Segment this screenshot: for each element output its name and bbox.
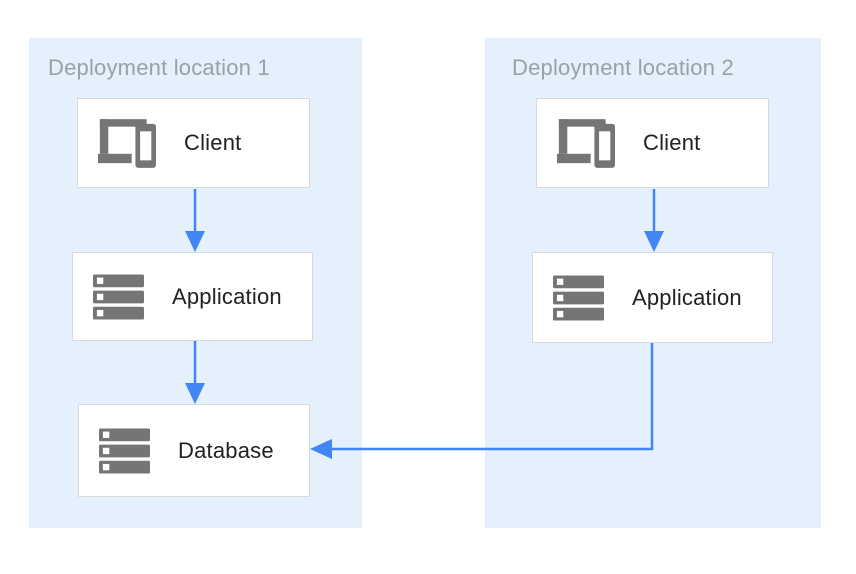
node-label: Application <box>632 284 742 310</box>
node-application-1: Application <box>72 252 313 341</box>
node-label: Client <box>643 130 701 155</box>
server-stack-icon <box>99 427 150 474</box>
node-label: Application <box>172 283 282 309</box>
node-client-1: Client <box>77 98 310 188</box>
node-database-1: Database <box>78 404 310 497</box>
devices-icon <box>557 118 615 168</box>
zone-title: Deployment location 1 <box>48 55 270 80</box>
node-label: Database <box>178 437 274 463</box>
zone-title: Deployment location 2 <box>512 55 734 80</box>
node-client-2: Client <box>536 98 769 188</box>
server-stack-icon <box>93 273 144 320</box>
devices-icon <box>98 118 156 168</box>
node-application-2: Application <box>532 252 773 343</box>
node-label: Client <box>184 130 242 155</box>
server-stack-icon <box>553 274 604 321</box>
